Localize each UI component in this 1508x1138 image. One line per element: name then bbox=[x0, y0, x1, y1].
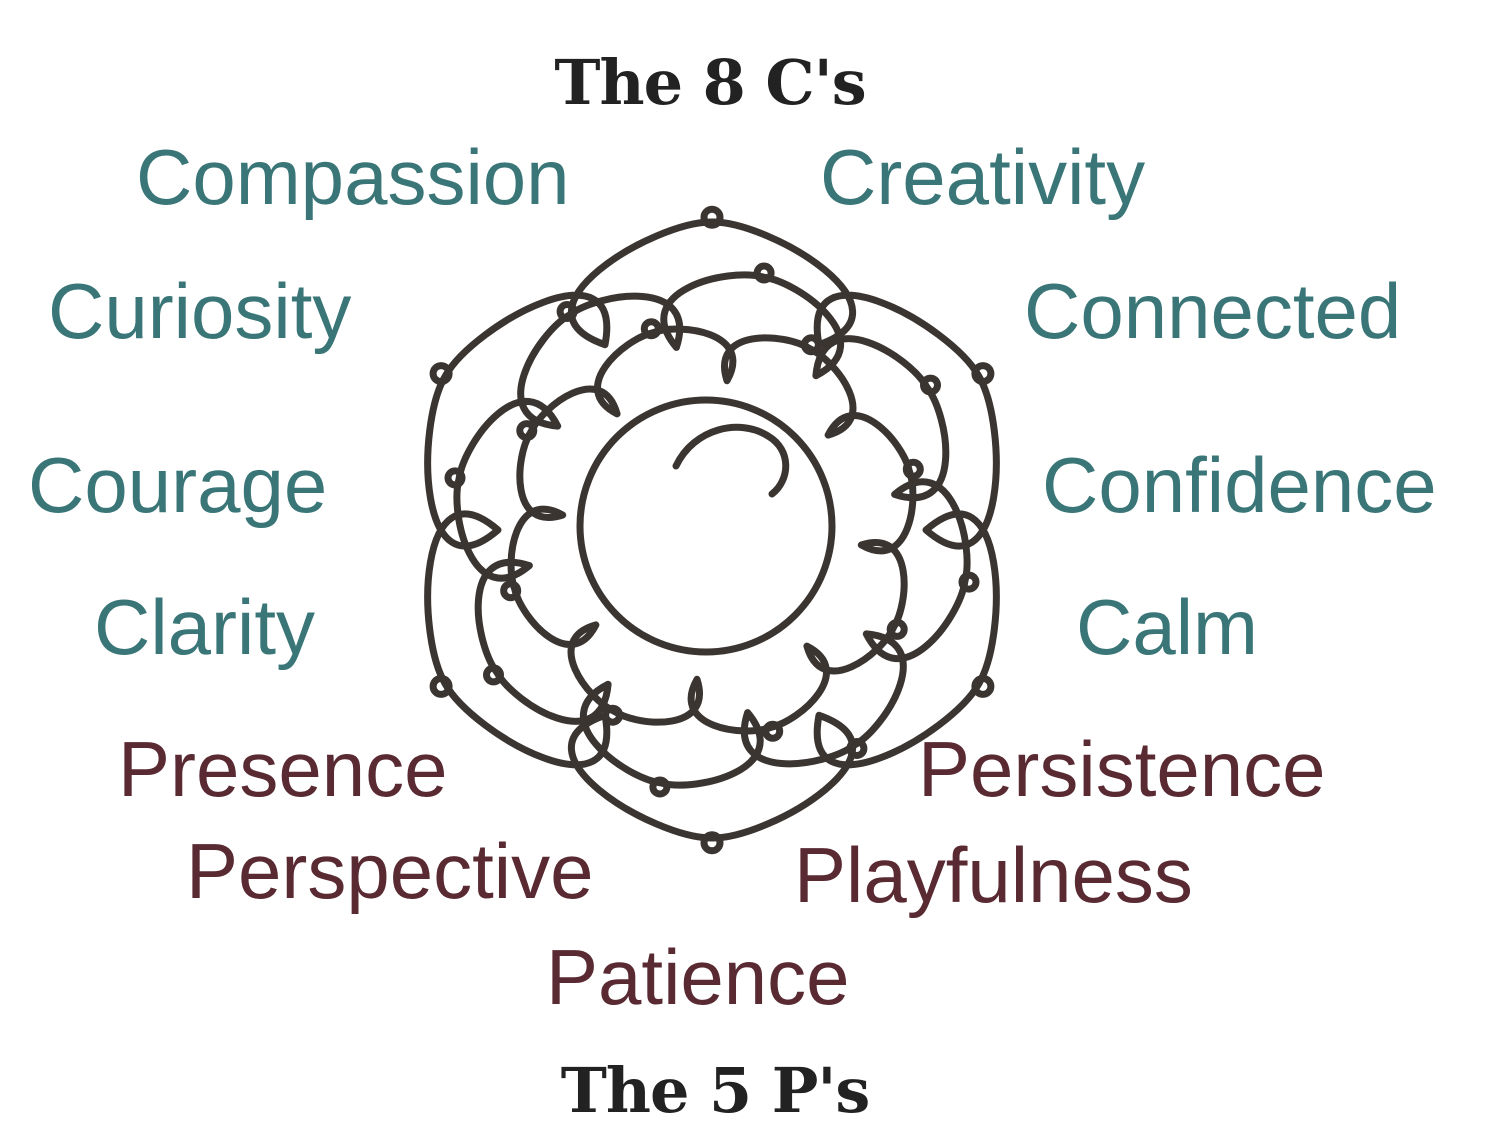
word-courage: Courage bbox=[28, 441, 328, 529]
word-clarity: Clarity bbox=[94, 583, 316, 671]
word-calm: Calm bbox=[1076, 583, 1259, 671]
lotus-middle-petals bbox=[453, 271, 971, 789]
word-playfulness: Playfulness bbox=[794, 831, 1193, 919]
word-perspective: Perspective bbox=[186, 827, 594, 915]
word-compassion: Compassion bbox=[136, 133, 570, 221]
word-presence: Presence bbox=[118, 725, 448, 813]
word-connected: Connected bbox=[1024, 267, 1402, 355]
lotus-outer-petals bbox=[424, 218, 1000, 842]
title-8cs: The 8 C's bbox=[554, 46, 866, 119]
lotus-center-curl bbox=[672, 423, 790, 498]
word-creativity: Creativity bbox=[820, 133, 1146, 221]
word-curiosity: Curiosity bbox=[48, 267, 352, 355]
word-confidence: Confidence bbox=[1042, 441, 1437, 529]
word-persistence: Persistence bbox=[918, 725, 1326, 813]
lotus-petals bbox=[424, 205, 1000, 855]
word-patience: Patience bbox=[546, 933, 850, 1021]
title-5ps: The 5 P's bbox=[560, 1054, 870, 1127]
lotus-inner-petals bbox=[507, 325, 917, 735]
lotus-center-circle bbox=[576, 396, 836, 656]
